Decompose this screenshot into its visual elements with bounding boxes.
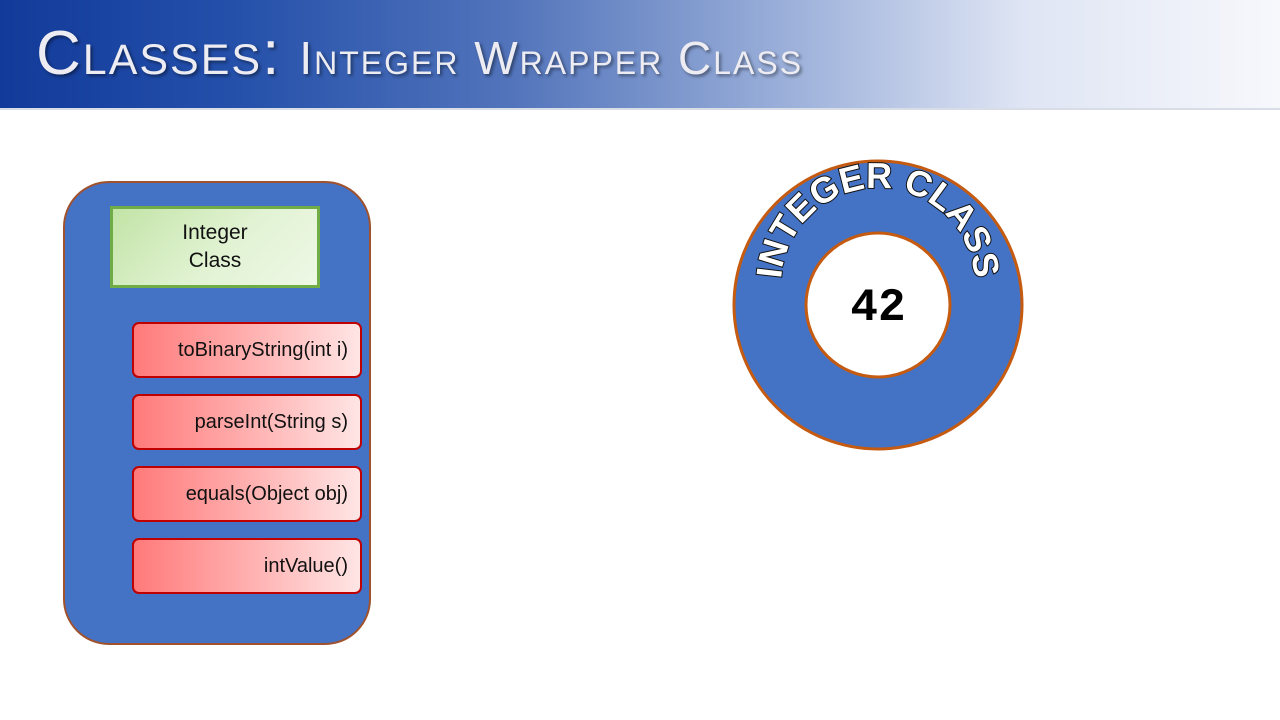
method-equals: equals(Object obj) xyxy=(132,466,362,522)
slide-title: Classes: Integer Wrapper Class xyxy=(36,18,803,89)
title-bar: Classes: Integer Wrapper Class xyxy=(0,0,1280,110)
slide-title-sub: Integer Wrapper Class xyxy=(299,32,804,84)
integer-value-core xyxy=(804,231,952,379)
slide-title-main: Classes: xyxy=(36,19,282,88)
class-header: Integer Class xyxy=(110,206,320,288)
integer-value: 42 xyxy=(850,282,905,334)
method-parse-int: parseInt(String s) xyxy=(132,394,362,450)
method-to-binary-string: toBinaryString(int i) xyxy=(132,322,362,378)
method-list: toBinaryString(int i) parseInt(String s)… xyxy=(132,322,362,610)
integer-class-panel: Integer Class toBinaryString(int i) pars… xyxy=(63,181,371,645)
method-int-value: intValue() xyxy=(132,538,362,594)
